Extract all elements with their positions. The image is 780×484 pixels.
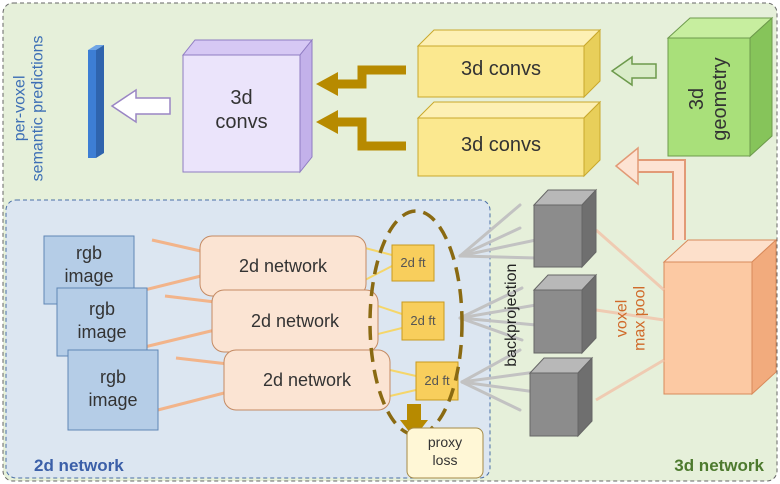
feature-rays bbox=[364, 247, 417, 397]
backprojection-label: backprojection bbox=[502, 263, 520, 367]
geometry-cube bbox=[666, 16, 774, 158]
conv3d-top-cube bbox=[416, 28, 602, 99]
feature-2d-label-2: 2d ft bbox=[410, 313, 436, 328]
proxy-loss-label: proxy loss bbox=[427, 434, 463, 468]
voxel-cube-1 bbox=[532, 188, 598, 269]
pool-connectors bbox=[595, 228, 665, 402]
voxel-cube-3 bbox=[528, 356, 594, 438]
network-2d-box-3 bbox=[223, 349, 391, 411]
network-2d-label-1: 2d network bbox=[238, 256, 328, 276]
geometry-arrow bbox=[610, 55, 657, 87]
feature-2d-box-1 bbox=[391, 244, 435, 282]
feature-group-ellipse bbox=[368, 209, 464, 437]
feature-2d-label-3: 2d ft bbox=[424, 373, 450, 388]
rgb-image-2 bbox=[56, 287, 148, 357]
geometry-3d-label: 3d geometry bbox=[686, 57, 731, 141]
per-voxel-predictions-label: per-voxel semantic predictions bbox=[11, 35, 47, 182]
max-pool-cube bbox=[662, 238, 778, 396]
region-3d-title: 3d network bbox=[674, 456, 764, 475]
rgb-image-3-label: rgb image bbox=[88, 367, 138, 410]
pool-arrow-head bbox=[614, 146, 639, 186]
rgb-image-1-label: rgb image bbox=[64, 243, 114, 286]
proxy-loss-box bbox=[406, 427, 484, 479]
feature-2d-label-1: 2d ft bbox=[400, 255, 426, 270]
backprojection-rays bbox=[458, 203, 538, 412]
conv3d-bottom-label: 3d convs bbox=[460, 134, 542, 156]
region-2d-title: 2d network bbox=[34, 456, 124, 475]
network-2d-label-2: 2d network bbox=[250, 311, 340, 331]
rgb-image-2-label: rgb image bbox=[77, 299, 127, 342]
conv3d-top-label: 3d convs bbox=[460, 58, 542, 80]
prediction-bar bbox=[88, 45, 104, 158]
output-arrow bbox=[110, 88, 171, 124]
gold-arrows bbox=[316, 65, 406, 151]
voxel-cube-2 bbox=[532, 273, 598, 355]
feature-2d-box-2 bbox=[401, 301, 445, 341]
voxel-max-pool-label: voxel max pool bbox=[613, 285, 649, 351]
pool-arrow-shaft-fill bbox=[636, 161, 684, 240]
conv3d-bottom-cube bbox=[416, 100, 602, 178]
network-2d-label-3: 2d network bbox=[262, 370, 352, 390]
rgb-image-3 bbox=[67, 349, 159, 431]
conv3d-center-cube bbox=[181, 38, 314, 174]
conv3d-center-label: 3d convs bbox=[215, 87, 268, 133]
